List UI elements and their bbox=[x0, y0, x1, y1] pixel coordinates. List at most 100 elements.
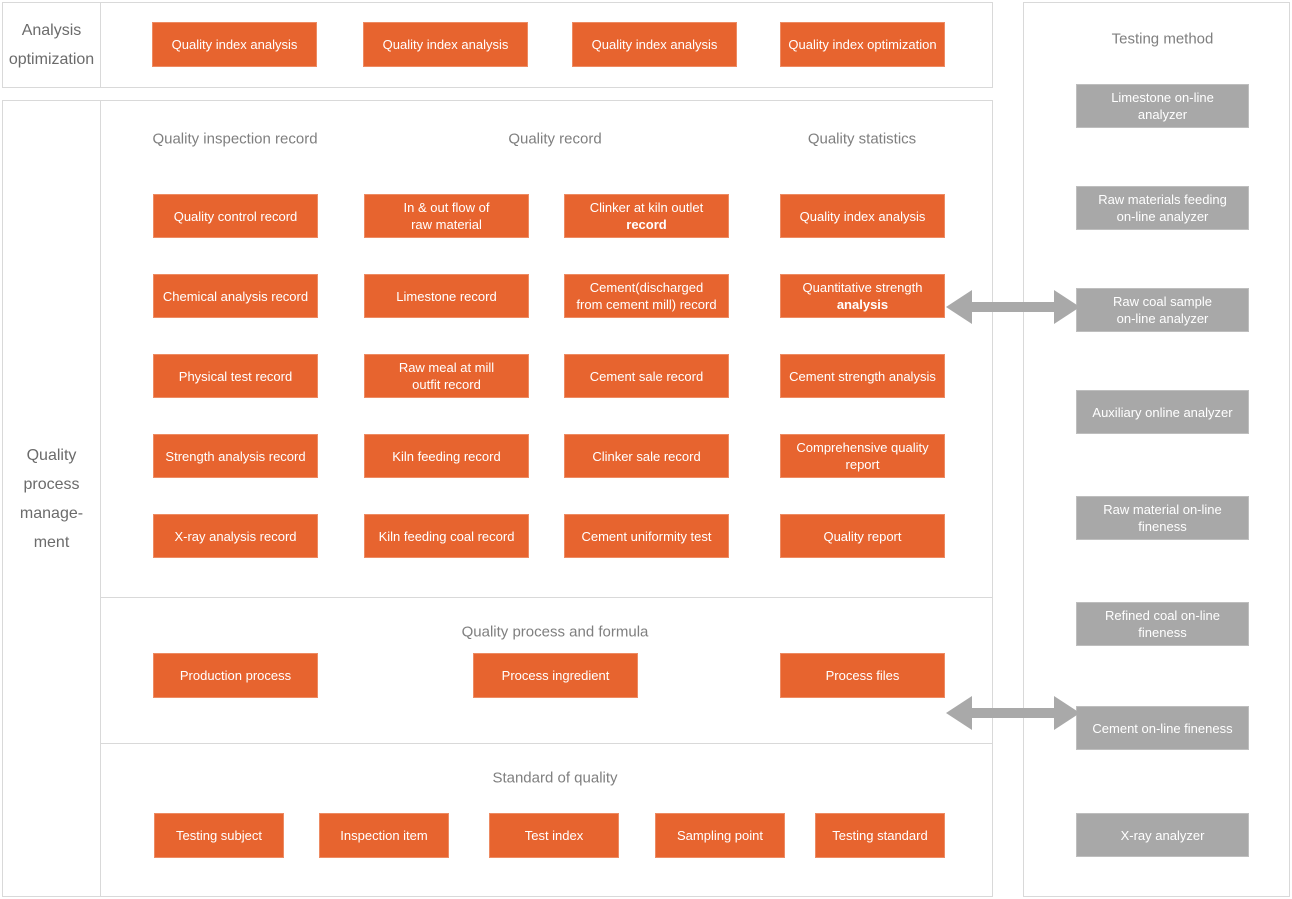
sampling-point-button[interactable]: Sampling point bbox=[655, 813, 785, 858]
button-label-line: analysis bbox=[836, 297, 889, 312]
button-label-line: Physical test record bbox=[178, 368, 293, 384]
button-label-line: X-ray analysis record bbox=[174, 528, 297, 544]
refined-coal-on-line-fineness-box[interactable]: Refined coal on-line fineness bbox=[1076, 602, 1249, 646]
button-label-line: Cement strength analysis bbox=[789, 368, 936, 384]
button-label-line: Raw materials feeding bbox=[1098, 192, 1227, 207]
analysis-optimization-label: Analysis optimization bbox=[3, 3, 101, 87]
strength-analysis-record-button[interactable]: Strength analysis record bbox=[153, 434, 318, 478]
raw-coal-sample-on-line-analyzer-box[interactable]: Raw coal sample on-line analyzer bbox=[1076, 288, 1249, 332]
button-label-line: Test index bbox=[524, 828, 584, 843]
button-label-line: analyzer bbox=[1137, 107, 1188, 122]
limestone-on-line-analyzer-box[interactable]: Limestone on-line analyzer bbox=[1076, 84, 1249, 128]
button-label-line: Clinker sale record bbox=[592, 448, 701, 464]
quality-process-management-panel: Quality process manage- ment Quality ins… bbox=[2, 100, 993, 897]
button-label-line: Raw coal sample bbox=[1113, 294, 1212, 309]
process-files-button[interactable]: Process files bbox=[780, 653, 945, 698]
button-label-line: Raw material on-line bbox=[1103, 502, 1222, 517]
raw-material-on-line-fineness-box[interactable]: Raw material on-line fineness bbox=[1076, 496, 1249, 540]
inspection-item-button[interactable]: Inspection item bbox=[319, 813, 449, 858]
button-label-line: X-ray analyzer bbox=[1120, 827, 1205, 843]
testing-method-title: Testing method bbox=[1111, 30, 1214, 48]
quality-index-analysis-button[interactable]: Quality index analysis bbox=[572, 22, 737, 67]
production-process-button[interactable]: Production process bbox=[153, 653, 318, 698]
quality-index-optimization-button[interactable]: Quality index optimization bbox=[780, 22, 945, 67]
button-label-line: Quality index analysis bbox=[382, 37, 509, 52]
process-ingredient-button[interactable]: Process ingredient bbox=[473, 653, 638, 698]
button-label-line: Strength analysis record bbox=[165, 448, 306, 464]
clinker-at-kiln-outlet-record-button[interactable]: Clinker at kiln outlet record bbox=[564, 194, 729, 238]
button-label-line: Kiln feeding record bbox=[392, 448, 501, 464]
analysis-optimization-panel: Analysis optimization Quality index anal… bbox=[2, 2, 993, 88]
chemical-analysis-record-button[interactable]: Chemical analysis record bbox=[153, 274, 318, 318]
quantitative-strength-analysis-button[interactable]: Quantitative strength analysis bbox=[780, 274, 945, 318]
quality-report-button[interactable]: Quality report bbox=[780, 514, 945, 558]
button-label-line: Cement uniformity test bbox=[581, 528, 712, 544]
test-index-button[interactable]: Test index bbox=[489, 813, 619, 858]
raw-meal-at-mill-outfit-record-button[interactable]: Raw meal at mill outfit record bbox=[364, 354, 529, 398]
limestone-record-button[interactable]: Limestone record bbox=[364, 274, 529, 318]
button-label-line: Cement(discharged bbox=[589, 280, 704, 295]
button-label-line: Production process bbox=[179, 668, 292, 683]
button-label-line: Auxiliary online analyzer bbox=[1092, 404, 1233, 420]
physical-test-record-button[interactable]: Physical test record bbox=[153, 354, 318, 398]
header-standard-of-quality: Standard of quality bbox=[492, 769, 618, 787]
x-ray-analysis-record-button[interactable]: X-ray analysis record bbox=[153, 514, 318, 558]
button-label-line: on-line analyzer bbox=[1116, 209, 1209, 224]
button-label-line: Sampling point bbox=[677, 828, 763, 843]
button-label-line: Comprehensive quality bbox=[796, 440, 929, 455]
cement-on-line-fineness-box[interactable]: Cement on-line fineness bbox=[1076, 706, 1249, 750]
label-line: manage- bbox=[19, 504, 84, 522]
in-out-flow-of-raw-material-button[interactable]: In & out flow of raw material bbox=[364, 194, 529, 238]
button-label-line: Cement on-line fineness bbox=[1092, 720, 1233, 736]
button-label-line: Limestone record bbox=[396, 288, 497, 304]
clinker-sale-record-button[interactable]: Clinker sale record bbox=[564, 434, 729, 478]
button-label-line: Quality index analysis bbox=[171, 37, 298, 52]
button-label-line: Limestone on-line bbox=[1111, 90, 1214, 105]
button-label-line: Cement sale record bbox=[589, 368, 704, 384]
header-quality-process-and-formula: Quality process and formula bbox=[461, 623, 649, 641]
button-label-line: fineness bbox=[1138, 625, 1187, 640]
x-ray-analyzer-box[interactable]: X-ray analyzer bbox=[1076, 813, 1249, 857]
button-label-line: Process ingredient bbox=[501, 668, 610, 683]
label-line: process bbox=[23, 475, 80, 493]
button-label-line: raw material bbox=[411, 217, 482, 232]
button-label-line: on-line analyzer bbox=[1116, 311, 1209, 326]
button-label-line: Quality index analysis bbox=[591, 37, 718, 52]
button-label-line: In & out flow of bbox=[403, 200, 490, 215]
button-label-line: Quantitative strength bbox=[802, 280, 923, 295]
quality-index-analysis-button[interactable]: Quality index analysis bbox=[363, 22, 528, 67]
button-label-line: Quality index analysis bbox=[799, 208, 926, 224]
section-divider bbox=[100, 597, 992, 598]
cement-strength-analysis-button[interactable]: Cement strength analysis bbox=[780, 354, 945, 398]
button-label-line: Kiln feeding coal record bbox=[378, 528, 515, 544]
quality-process-management-label: Quality process manage- ment bbox=[3, 101, 101, 896]
button-label-line: Testing standard bbox=[832, 828, 928, 843]
cement-sale-record-button[interactable]: Cement sale record bbox=[564, 354, 729, 398]
kiln-feeding-record-button[interactable]: Kiln feeding record bbox=[364, 434, 529, 478]
label-line: optimization bbox=[8, 51, 95, 68]
button-label-line: Raw meal at mill bbox=[398, 360, 495, 375]
header-quality-inspection-record: Quality inspection record bbox=[152, 130, 318, 148]
cement-uniformity-test-button[interactable]: Cement uniformity test bbox=[564, 514, 729, 558]
button-label-line: fineness bbox=[1138, 519, 1187, 534]
header-quality-record: Quality record bbox=[508, 130, 602, 148]
button-label-line: Refined coal on-line bbox=[1105, 608, 1220, 623]
auxiliary-online-analyzer-box[interactable]: Auxiliary online analyzer bbox=[1076, 390, 1249, 434]
kiln-feeding-coal-record-button[interactable]: Kiln feeding coal record bbox=[364, 514, 529, 558]
label-line: Quality bbox=[26, 446, 77, 464]
testing-subject-button[interactable]: Testing subject bbox=[154, 813, 284, 858]
comprehensive-quality-report-button[interactable]: Comprehensive quality report bbox=[780, 434, 945, 478]
button-label-line: Quality report bbox=[823, 528, 902, 544]
button-label-line: outfit record bbox=[412, 377, 481, 392]
quality-index-analysis-button[interactable]: Quality index analysis bbox=[152, 22, 317, 67]
testing-standard-button[interactable]: Testing standard bbox=[815, 813, 945, 858]
raw-materials-feeding-on-line-analyzer-box[interactable]: Raw materials feeding on-line analyzer bbox=[1076, 186, 1249, 230]
button-label-line: Testing subject bbox=[176, 828, 262, 843]
quality-control-record-button[interactable]: Quality control record bbox=[153, 194, 318, 238]
button-label-line: report bbox=[845, 457, 880, 472]
button-label-line: Clinker at kiln outlet bbox=[589, 200, 704, 215]
button-label-line: record bbox=[626, 217, 667, 232]
quality-index-analysis-button[interactable]: Quality index analysis bbox=[780, 194, 945, 238]
button-label-line: Quality control record bbox=[173, 208, 298, 224]
